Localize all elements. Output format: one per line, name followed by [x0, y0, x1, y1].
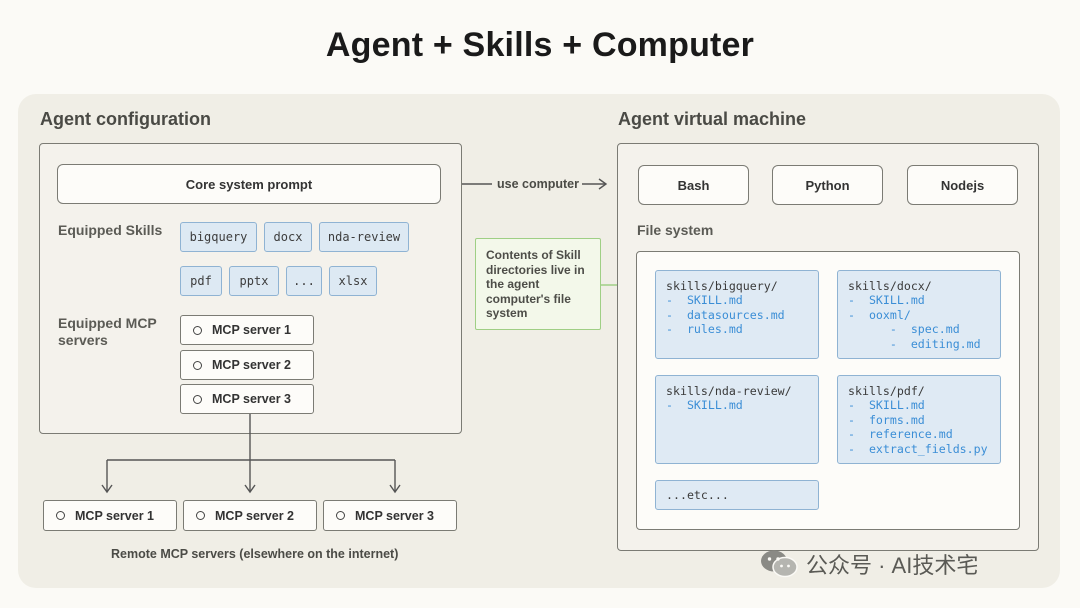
- dir-bigquery: skills/bigquery/ - SKILL.md - datasource…: [655, 270, 819, 359]
- file-entry: - editing.md: [848, 336, 981, 351]
- circle-icon: [56, 511, 65, 520]
- agent-vm-heading: Agent virtual machine: [618, 109, 807, 129]
- dir-docx: skills/docx/ - SKILL.md - ooxml/ - spec.…: [837, 270, 1001, 359]
- skills-note: Contents of Skill directories live in th…: [475, 238, 601, 330]
- circle-icon: [193, 394, 202, 404]
- remote-mcp-caption: Remote MCP servers (elsewhere on the int…: [111, 547, 399, 561]
- file-entry: - ooxml/: [848, 307, 911, 322]
- mcp-server-label: MCP server 1: [212, 323, 291, 337]
- circle-icon: [336, 511, 345, 520]
- dir-pdf: skills/pdf/ - SKILL.md - forms.md - refe…: [837, 375, 1001, 464]
- dir-nda-review: skills/nda-review/ - SKILL.md: [655, 375, 819, 464]
- equipped-skills-label: Equipped Skills: [58, 222, 163, 238]
- circle-icon: [196, 511, 205, 520]
- mcp-server-label: MCP server 2: [215, 508, 294, 523]
- dir-name: skills/pdf/: [848, 384, 925, 398]
- core-system-prompt: Core system prompt: [57, 164, 441, 204]
- wechat-icon: [761, 550, 798, 578]
- mcp-server-1: MCP server 1: [180, 315, 314, 345]
- file-entry: - SKILL.md: [666, 398, 743, 413]
- circle-icon: [193, 360, 202, 370]
- mcp-server-label: MCP server 3: [355, 508, 434, 523]
- remote-mcp-server-1: MCP server 1: [43, 500, 177, 531]
- file-entry: - rules.md: [666, 322, 743, 337]
- use-computer-label: use computer: [497, 177, 579, 191]
- mcp-server-2: MCP server 2: [180, 350, 314, 380]
- watermark-text: 公众号 · AI技术宅: [806, 553, 979, 578]
- file-system-label: File system: [637, 222, 714, 238]
- dir-name: skills/nda-review/: [666, 384, 792, 398]
- agent-config-heading: Agent configuration: [40, 109, 211, 129]
- mcp-server-label: MCP server 1: [75, 508, 154, 523]
- skill-pdf: pdf: [180, 266, 222, 296]
- file-entry: - reference.md: [848, 427, 953, 442]
- equipped-mcp-label: Equipped MCP servers: [58, 315, 157, 348]
- file-entry: - SKILL.md: [666, 293, 743, 308]
- circle-icon: [193, 325, 202, 335]
- file-entry: - datasources.md: [666, 307, 785, 322]
- file-entry: - forms.md: [848, 412, 925, 427]
- etc-label: ...etc...: [666, 487, 729, 502]
- runtime-bash: Bash: [638, 165, 749, 205]
- remote-mcp-server-2: MCP server 2: [183, 500, 317, 531]
- runtime-python: Python: [772, 165, 883, 205]
- skill-xlsx: xlsx: [329, 266, 377, 296]
- skill-pptx: pptx: [229, 266, 279, 296]
- mcp-server-label: MCP server 2: [212, 358, 291, 372]
- dir-etc: ...etc...: [655, 480, 819, 510]
- mcp-server-3: MCP server 3: [180, 384, 314, 414]
- mcp-server-label: MCP server 3: [212, 392, 291, 406]
- skill-docx: docx: [264, 222, 312, 252]
- runtime-nodejs: Nodejs: [907, 165, 1018, 205]
- file-entry: - spec.md: [848, 322, 960, 337]
- skill-bigquery: bigquery: [180, 222, 257, 252]
- diagram-title: Agent + Skills + Computer: [325, 26, 755, 64]
- skill-nda-review: nda-review: [319, 222, 409, 252]
- skill-more: ...: [286, 266, 322, 296]
- file-entry: - SKILL.md: [848, 293, 925, 308]
- remote-mcp-server-3: MCP server 3: [323, 500, 457, 531]
- dir-name: skills/bigquery/: [666, 279, 778, 293]
- dir-name: skills/docx/: [848, 279, 932, 293]
- watermark: 公众号 · AI技术宅: [760, 548, 978, 580]
- file-entry: - extract_fields.py: [848, 441, 988, 456]
- file-entry: - SKILL.md: [848, 398, 925, 413]
